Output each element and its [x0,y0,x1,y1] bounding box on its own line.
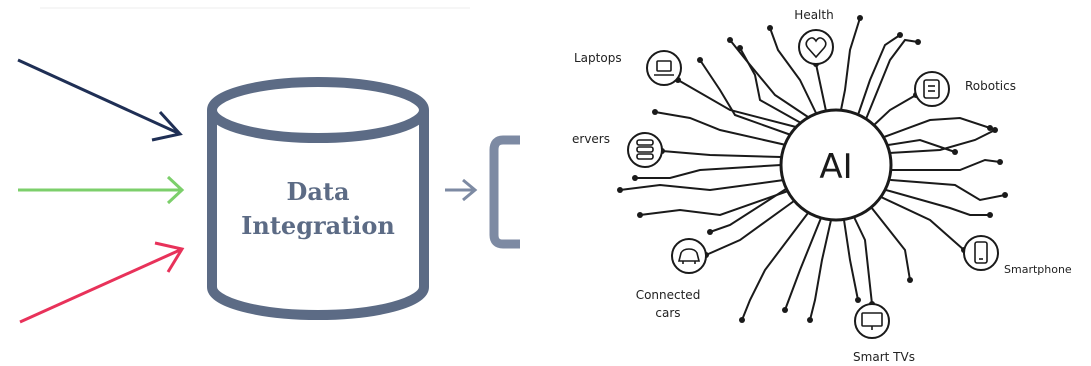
node-health-label: Health [794,8,833,22]
circuit-node-dot [855,297,861,303]
circuit-branch [699,59,792,136]
circuit-branch [873,94,917,126]
node-health: Health [794,8,834,65]
tv-icon [861,312,883,330]
node-smart-tvs-label: Smart TVs [853,350,915,364]
circuit-node-dot [632,175,638,181]
circuit-branch [853,216,873,305]
cylinder-label-line1: Data [287,177,350,206]
circuit-node-dot [652,109,658,115]
circuit-node-dot [739,317,745,323]
node-smartphone: Smartphone [963,235,1072,276]
circuit-node-dot [737,45,743,51]
circuit-branch [741,212,809,321]
node-smartphone-label: Smartphone [1004,263,1072,276]
circuit-node-dot [1002,192,1008,198]
circuit-branch [709,188,787,233]
node-connected-cars-label-line1: Connected [636,288,701,302]
circuit-branch [883,116,991,138]
cylinder-label-line2: Integration [241,211,395,240]
node-servers: ervers [572,132,663,168]
circuit-branch [865,38,919,120]
data-integration-diagram: Data Integration [17,7,520,324]
circuit-branch [885,189,991,216]
circuit-branch [677,79,797,128]
circuit-branch [705,200,795,256]
car-icon [677,248,701,264]
node-robotics-label: Robotics [965,79,1016,93]
arrow-out [445,178,478,202]
circuit-node-dot [707,229,713,235]
circuit-branch [784,217,822,311]
smartphone-icon [974,241,988,264]
circuit-node-dot [915,39,921,45]
circuit-branch [809,219,832,321]
circuit-node-dot [992,127,998,133]
circuit-node-dot [782,307,788,313]
circuit-node-dot [987,212,993,218]
circuit-branch [870,206,911,281]
circuit-branch [654,111,787,146]
circuit-node-dot [857,15,863,21]
circuit-node-dot [767,25,773,31]
circuit-node-dot [637,212,643,218]
node-servers-label: ervers [572,132,610,146]
circuit-branch [769,27,817,114]
circuit-node-dot [727,37,733,43]
server-icon [636,139,654,160]
node-laptops-label: Laptops [574,51,622,65]
circuit-branch [634,164,782,179]
circuit-node-dot [907,277,913,283]
heart-icon [805,37,827,59]
node-smart-tvs: Smart TVs [853,303,915,364]
database-cylinder [207,77,429,320]
circuit-branch [739,47,802,124]
circuit-node-dot [897,32,903,38]
circuit-node-dot [952,149,958,155]
circuit-branch [639,190,789,217]
arrow-top [17,58,183,142]
robot-icon [923,79,940,99]
circuit-branch [661,150,782,158]
monitor-partial-icon [489,135,520,249]
circuit-branch [890,179,1006,202]
circuit-branch [887,138,956,153]
circuit-branch [619,179,785,192]
arrow-bottom [19,241,185,324]
node-laptops: Laptops [574,50,682,86]
node-connected-cars-label-line2: cars [655,306,680,320]
node-robotics: Robotics [914,71,1016,107]
circuit-branch [857,34,901,116]
circuit-branch [843,219,859,301]
arrow-middle [18,175,185,205]
circuit-branch [887,129,996,154]
laptop-icon [654,60,674,76]
circuit-node-dot [697,57,703,63]
circuit-branch [890,158,1001,171]
circuit-branch [815,63,827,112]
circuit-branch [880,196,965,251]
circuit-node-dot [997,159,1003,165]
circuit-node-dot [807,317,813,323]
node-connected-cars: Connected cars [636,238,707,320]
circuit-branch [840,17,861,111]
ai-hub [779,108,893,222]
circuit-node-dot [617,187,623,193]
ai-network-diagram: AI Health Laptops Robotics ervers [572,8,1072,364]
circuit-node-dot [987,125,993,131]
ai-hub-label: AI [819,147,852,187]
